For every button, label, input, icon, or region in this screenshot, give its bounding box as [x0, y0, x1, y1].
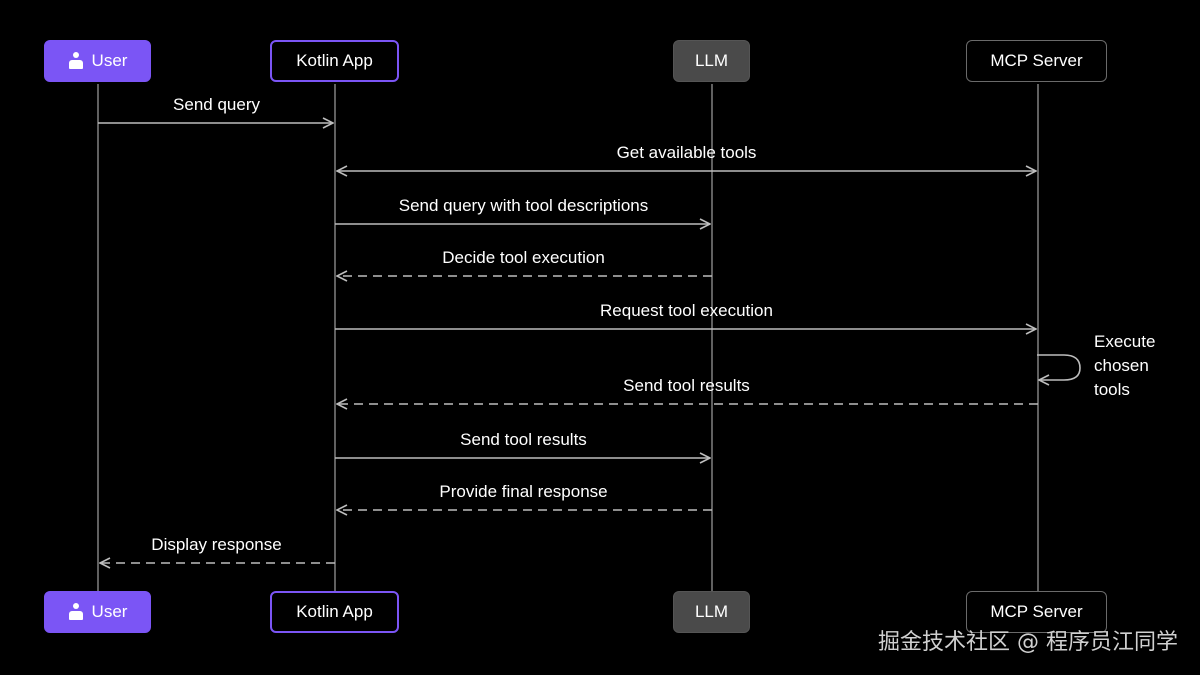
message-label: Send tool results [623, 376, 750, 395]
actor-user-top: User [44, 40, 151, 82]
message-label: Display response [151, 535, 282, 554]
message-label: Send tool results [460, 430, 587, 449]
actor-llm-bottom: LLM [673, 591, 750, 633]
actor-user-label: User [91, 602, 128, 621]
person-icon [68, 52, 84, 70]
actor-mcp-server-label: MCP Server [990, 602, 1083, 621]
actor-kotlin-app-label: Kotlin App [296, 602, 373, 621]
watermark: 掘金技术社区 @ 程序员江同学 [878, 630, 1178, 655]
actor-llm-top: LLM [673, 40, 750, 82]
message-label: Get available tools [616, 143, 757, 162]
message-label: Request tool execution [600, 301, 773, 320]
actor-mcp-server-bottom: MCP Server [966, 591, 1107, 633]
message-label: Decide tool execution [442, 248, 605, 267]
actor-kotlin-app-label: Kotlin App [296, 51, 373, 70]
self-message-line: tools [1094, 380, 1130, 399]
actor-llm-label: LLM [694, 51, 729, 70]
actor-mcp-server-label: MCP Server [990, 51, 1083, 70]
actor-llm-label: LLM [694, 602, 729, 621]
self-message-label: Execute chosen tools [1094, 330, 1155, 402]
actor-user-label: User [91, 51, 128, 70]
message-label: Provide final response [439, 482, 608, 501]
self-message-arrow [1037, 354, 1081, 380]
person-icon [68, 603, 84, 621]
message-label: Send query [173, 95, 260, 114]
actor-kotlin-app-bottom: Kotlin App [270, 591, 399, 633]
actor-user-bottom: User [44, 591, 151, 633]
self-message-line: chosen [1094, 356, 1149, 375]
self-message-line: Execute [1094, 332, 1156, 351]
actor-kotlin-app-top: Kotlin App [270, 40, 399, 82]
message-label: Send query with tool descriptions [398, 196, 649, 215]
actor-mcp-server-top: MCP Server [966, 40, 1107, 82]
